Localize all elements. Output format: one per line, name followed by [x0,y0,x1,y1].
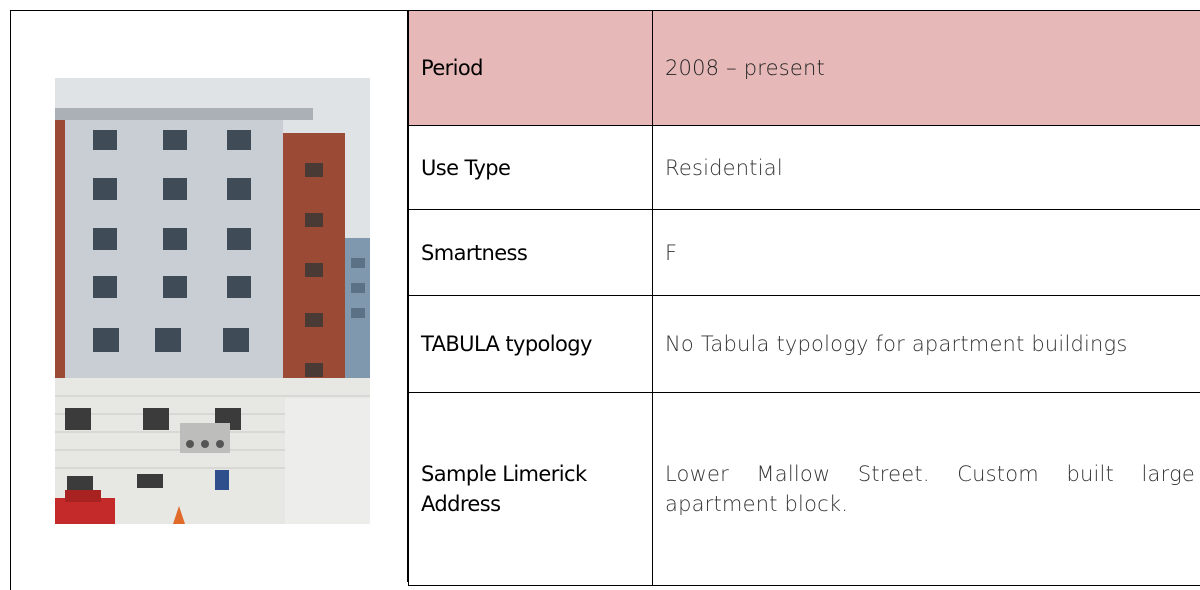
use-type-label: Use Type [409,126,653,210]
table-row: TABULA typology No Tabula typology for a… [409,296,1200,393]
sample-address-value: Lower Mallow Street. Custom built large … [653,393,1200,586]
building-photo [55,78,370,524]
tabula-typology-label: TABULA typology [409,296,653,393]
table-row: Use Type Residential [409,126,1200,210]
photo-cell [10,10,408,582]
smartness-value: F [653,210,1200,296]
period-label: Period [409,11,653,126]
tabula-typology-value: No Tabula typology for apartment buildin… [653,296,1200,393]
building-illustration [55,78,370,524]
table-row: Sample Limerick Address Lower Mallow Str… [409,393,1200,586]
table-row: Period 2008 – present [409,11,1200,126]
table-row: Smartness F [409,210,1200,296]
smartness-label: Smartness [409,210,653,296]
sample-address-label: Sample Limerick Address [409,393,653,586]
property-table: Period 2008 – present Use Type Residenti… [408,10,1200,586]
period-value: 2008 – present [653,11,1200,126]
use-type-value: Residential [653,126,1200,210]
